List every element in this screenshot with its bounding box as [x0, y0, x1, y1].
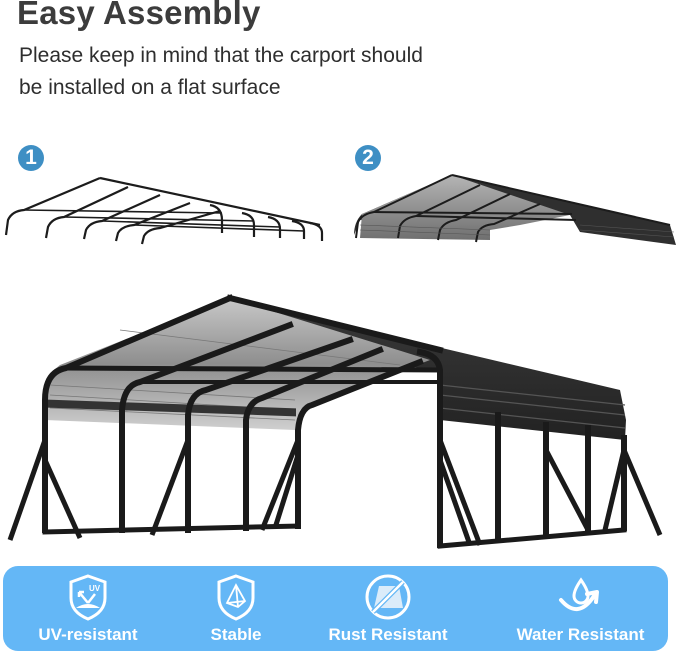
- subtitle-line-1: Please keep in mind that the carport sho…: [19, 44, 423, 67]
- page-title: Easy Assembly: [17, 0, 261, 31]
- subtitle-line-2: be installed on a flat surface: [19, 76, 281, 99]
- feature-water-resistant: Water Resistant: [493, 566, 668, 651]
- step-2-badge: 2: [355, 145, 381, 171]
- pyramid-shield-icon: [217, 574, 255, 621]
- subtitle: Please keep in mind that the carport sho…: [19, 40, 539, 104]
- feature-label: Water Resistant: [516, 625, 645, 644]
- frame-with-roof-illustration: [354, 174, 676, 245]
- carport-main-illustration: [7, 294, 663, 549]
- feature-label: UV-resistant: [38, 625, 138, 644]
- feature-label: Rust Resistant: [328, 625, 448, 644]
- feature-rust-resistant: Rust Resistant: [313, 566, 463, 651]
- feature-uv-resistant: UV UV-resistant: [3, 566, 173, 651]
- uv-shield-icon: UV: [69, 574, 107, 621]
- step-1: 1: [0, 140, 340, 250]
- step-2: 2: [340, 140, 679, 250]
- feature-label: Stable: [210, 625, 262, 644]
- water-drop-icon: [558, 577, 599, 611]
- svg-text:UV: UV: [89, 584, 101, 593]
- features-banner: UV UV-resistant Stable Rust Resistant Wa…: [3, 566, 668, 651]
- feature-stable: Stable: [181, 566, 291, 651]
- frame-only-illustration: [4, 176, 324, 245]
- step-1-badge: 1: [18, 145, 44, 171]
- no-rust-icon: [365, 574, 411, 620]
